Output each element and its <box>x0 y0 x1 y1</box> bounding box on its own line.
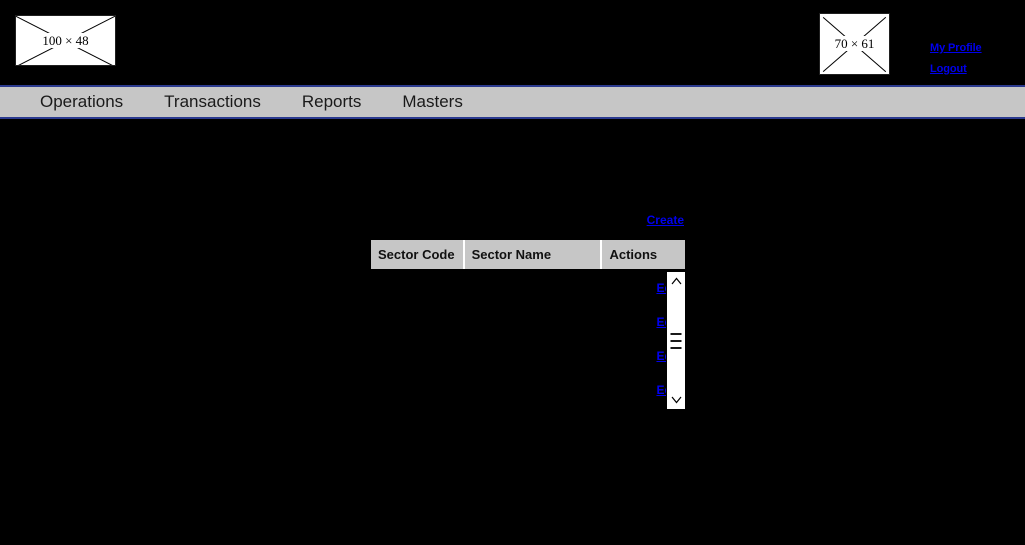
vertical-scrollbar[interactable] <box>666 271 686 410</box>
table-row: Edit <box>371 305 685 339</box>
logo-right-dimension-label: 70 × 61 <box>820 35 889 53</box>
logo-left-dimension-label: 100 × 48 <box>16 32 115 50</box>
logo-left-dimension-text: 100 × 48 <box>39 32 92 48</box>
table-header-row: Sector Code Sector Name Actions <box>371 240 685 271</box>
cell-sector-name <box>463 270 602 305</box>
scrollbar-down-arrow-icon[interactable] <box>667 393 685 407</box>
chevron-down-icon <box>671 396 681 404</box>
table-row: Edit <box>371 270 685 305</box>
site-header: 100 × 48 70 × 61 My Profile Logout <box>0 0 1025 85</box>
cell-sector-name <box>463 373 602 407</box>
column-header-sector-code[interactable]: Sector Code <box>371 240 465 271</box>
cell-sector-code <box>371 305 464 339</box>
header-account-links: My Profile Logout <box>930 38 1025 80</box>
nav-item-masters[interactable]: Masters <box>402 92 463 111</box>
main-navigation-bar: Operations Transactions Reports Masters <box>0 85 1025 119</box>
main-content-area: Create Sector Code Sector Name Actions <box>0 121 1025 545</box>
logo-left-placeholder-icon: 100 × 48 <box>15 15 116 66</box>
sector-table-head: Sector Code Sector Name Actions <box>371 240 685 271</box>
sector-table-body: Edit Edit Edit <box>371 270 685 407</box>
cell-sector-code <box>371 373 464 407</box>
scrollbar-up-arrow-icon[interactable] <box>667 274 685 288</box>
cell-sector-name <box>463 305 602 339</box>
scrollbar-thumb[interactable] <box>668 288 684 393</box>
logo-right-placeholder-icon: 70 × 61 <box>819 13 890 75</box>
my-profile-link[interactable]: My Profile <box>930 42 982 54</box>
nav-item-reports[interactable]: Reports <box>301 92 362 111</box>
cell-sector-code <box>371 270 464 305</box>
cell-sector-code <box>371 339 464 373</box>
nav-item-operations[interactable]: Operations <box>40 92 124 111</box>
scrollbar-grip-icon <box>670 328 682 354</box>
chevron-up-icon <box>671 277 681 285</box>
create-link-row: Create <box>372 211 684 229</box>
column-header-sector-name[interactable]: Sector Name <box>463 240 603 271</box>
nav-item-transactions[interactable]: Transactions <box>164 92 261 111</box>
table-row: Edit <box>371 373 685 407</box>
table-row: Edit <box>371 339 685 373</box>
sector-grid-wrapper: Sector Code Sector Name Actions Edit <box>371 240 685 407</box>
cell-sector-name <box>463 339 602 373</box>
sector-table: Sector Code Sector Name Actions Edit <box>371 240 685 407</box>
create-link[interactable]: Create <box>646 213 684 227</box>
column-header-actions[interactable]: Actions <box>601 240 685 271</box>
logout-link[interactable]: Logout <box>930 63 967 75</box>
logo-right-dimension-text: 70 × 61 <box>831 36 878 51</box>
